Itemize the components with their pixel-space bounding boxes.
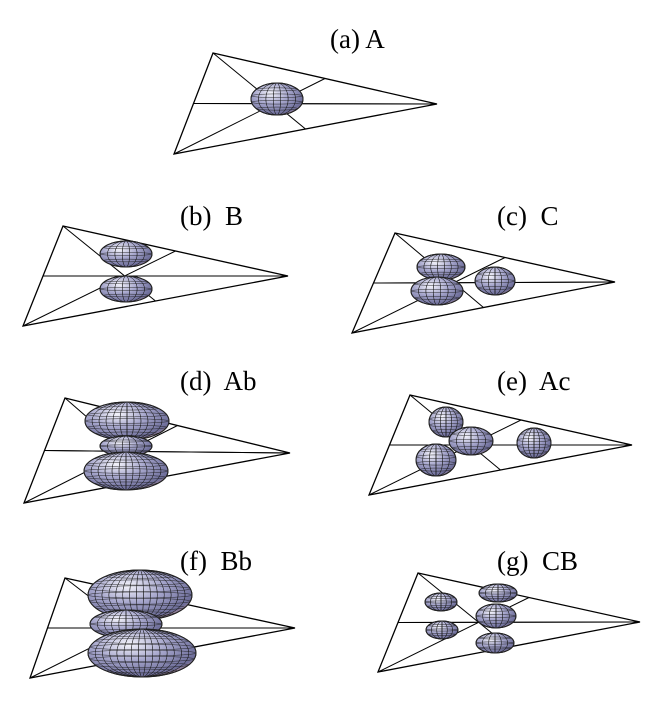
orbital-lobe — [478, 583, 518, 603]
panel-label-c: (c) C — [497, 201, 558, 231]
panel-label-a: (a) A — [330, 24, 385, 54]
orbital-lobe — [83, 451, 169, 491]
orbital-lobe — [250, 82, 304, 116]
orbital-lobe — [475, 632, 515, 654]
panel-a: (a) A — [172, 24, 438, 155]
panel-label-b: (b) B — [180, 201, 243, 231]
orbital-lobe — [416, 253, 466, 281]
blob-mesh — [90, 610, 162, 638]
panel-d: (d) Ab — [22, 366, 291, 504]
panel-label-e: (e) Ac — [497, 366, 570, 396]
orbital-lobe — [428, 406, 464, 438]
orbital-lobe — [99, 435, 153, 457]
orbital-lobe — [99, 240, 153, 268]
orbital-lobe — [410, 276, 464, 306]
orbital-lobe — [516, 427, 552, 459]
panel-c: (c) C — [350, 201, 616, 334]
panel-e: (e) Ac — [367, 366, 633, 496]
panel-label-d: (d) Ab — [180, 366, 257, 396]
triangle-median — [22, 250, 176, 327]
blob-mesh — [476, 604, 516, 628]
panel-label-f: (f) Bb — [180, 546, 252, 576]
orbital-lobe — [474, 266, 516, 296]
orbital-lobe — [424, 592, 458, 612]
orbital-lobe — [425, 620, 459, 640]
orbital-lobe — [87, 628, 197, 678]
orbital-lobe — [99, 275, 153, 303]
blob-mesh — [88, 629, 196, 677]
triangle-midline — [44, 450, 291, 454]
orbital-lobe — [448, 426, 494, 456]
triangle-median — [173, 78, 326, 155]
panel-f: (f) Bb — [29, 546, 296, 679]
triangle-midline — [193, 103, 438, 105]
panel-g: (g) CB — [376, 546, 641, 673]
panel-b: (b) B — [21, 201, 289, 327]
orbital-lobe — [475, 603, 517, 629]
orbital-lobe — [87, 569, 193, 621]
orbital-lobe — [415, 443, 457, 477]
panel-label-g: (g) CB — [497, 546, 578, 576]
orbital-lobe — [84, 401, 170, 441]
